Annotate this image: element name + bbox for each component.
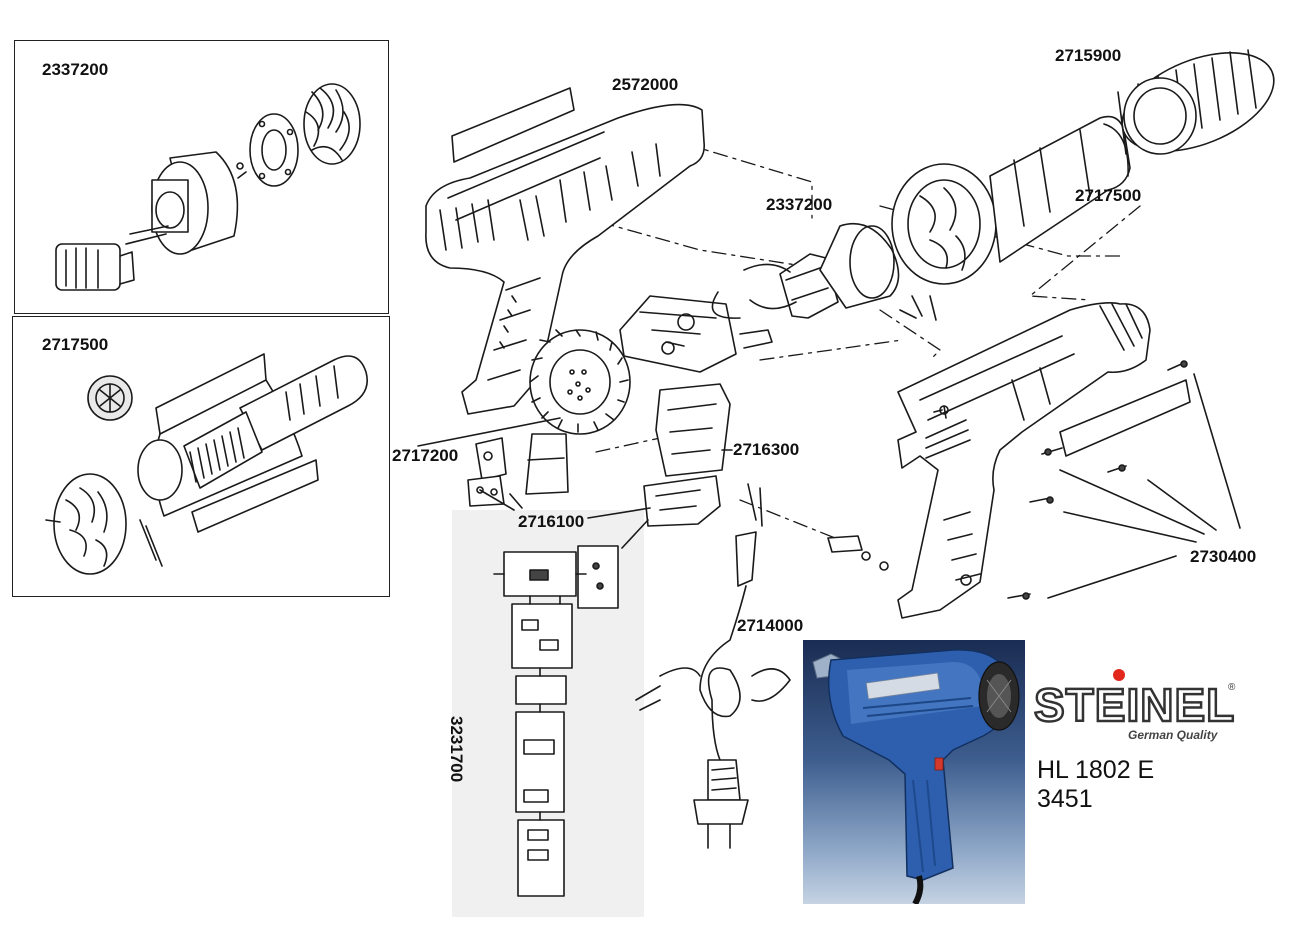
label-switch: 2716300: [733, 440, 800, 459]
inset-heater-drawing: [45, 353, 368, 575]
brand-logo: STEINEL: [1033, 678, 1236, 733]
housing-right-drawing: [897, 302, 1191, 619]
label-switch-cover: 2716100: [518, 512, 585, 531]
label-motor: 2337200: [766, 195, 833, 214]
heater-drawing: [891, 49, 1275, 321]
housing-left-drawing: [425, 87, 706, 415]
label-cord: 2714000: [737, 616, 804, 635]
label-screws: 2730400: [1190, 547, 1257, 566]
label-heater: 2717500: [1075, 186, 1142, 205]
screw-drawing: [1007, 360, 1188, 600]
label-inset1-part: 2337200: [42, 60, 109, 79]
model-name: HL 1802 E: [1037, 756, 1155, 784]
inset-motor-drawing: [55, 83, 361, 291]
leader-lines: [417, 373, 1241, 599]
registered-mark: ®: [1228, 682, 1236, 693]
motor-drawing: [711, 222, 900, 319]
label-fan: 2717200: [392, 446, 459, 465]
label-circuit-board: 3231700: [447, 716, 466, 783]
brand-tagline: German Quality: [1128, 728, 1218, 742]
product-model: HL 1802 E 3451: [1037, 756, 1154, 814]
label-nozzle: 2715900: [1055, 46, 1122, 65]
fan-drawing: [529, 329, 631, 435]
model-number: 3451: [1037, 785, 1093, 813]
label-housing-top: 2572000: [612, 75, 679, 94]
cord-drawing: [635, 483, 889, 849]
heat-gun-photo-illustration: [812, 649, 1020, 904]
label-inset2-part: 2717500: [42, 335, 109, 354]
logo-dot: [1113, 669, 1125, 681]
circuit-board-drawing: [493, 519, 649, 897]
switch-drawing: [467, 295, 773, 527]
product-photo: [803, 640, 1025, 904]
